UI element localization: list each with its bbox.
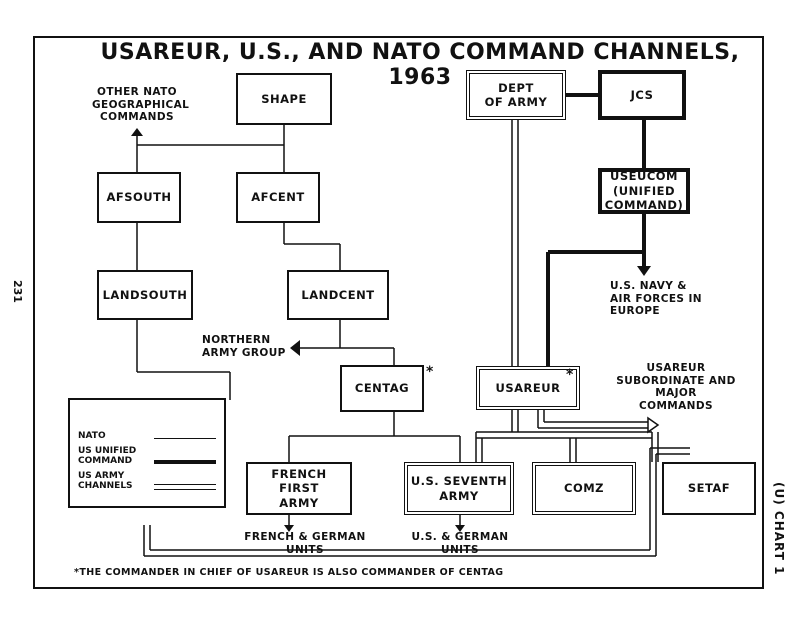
- afcent-box: AFCENT: [236, 172, 320, 223]
- us-german-units-label: U.S. & GERMAN UNITS: [411, 531, 509, 556]
- french-first-army-box: FRENCH FIRST ARMY: [246, 462, 352, 515]
- arrow-northern: [290, 340, 300, 356]
- legend-unified-label: US UNIFIED COMMAND: [78, 446, 137, 466]
- setaf-box: SETAF: [662, 462, 756, 515]
- us-navy-air-label: U.S. NAVY & AIR FORCES IN EUROPE: [610, 280, 702, 318]
- unified-lines: [546, 93, 646, 366]
- dept-army-box: DEPT OF ARMY: [466, 70, 566, 120]
- comz-box: COMZ: [532, 462, 636, 515]
- usareur-subordinate-label: USAREUR SUBORDINATE AND MAJOR COMMANDS: [616, 362, 736, 412]
- arrow-navy-air: [637, 266, 651, 276]
- french-german-units-label: FRENCH & GERMAN UNITS: [244, 531, 366, 556]
- us-seventh-army-box: U.S. SEVENTH ARMY: [404, 462, 514, 515]
- arrow-other-nato: [131, 128, 143, 136]
- legend-army-label: US ARMY CHANNELS: [78, 471, 133, 491]
- nato-lines: [136, 125, 461, 525]
- footnote: *THE COMMANDER IN CHIEF OF USAREUR IS AL…: [74, 567, 504, 578]
- landcent-box: LANDCENT: [287, 270, 389, 320]
- other-nato-label: OTHER NATO GEOGRAPHICAL COMMANDS: [92, 86, 190, 124]
- usareur-star: *: [566, 367, 574, 383]
- useucom-box: USEUCOM (UNIFIED COMMAND): [598, 168, 690, 214]
- page-number: 231: [11, 280, 24, 303]
- usareur-box: USAREUR: [476, 366, 580, 410]
- northern-army-group-label: NORTHERN ARMY GROUP: [202, 334, 286, 359]
- legend-unified-line: [154, 460, 216, 464]
- arrow-french-units: [284, 525, 294, 532]
- chart-frame: [33, 36, 764, 589]
- chart-label: (U) CHART 1: [772, 482, 786, 576]
- legend-army-line: [154, 484, 216, 490]
- legend: NATO US UNIFIED COMMAND US ARMY CHANNELS: [68, 398, 226, 508]
- legend-nato-line: [154, 438, 216, 439]
- army-lines: [143, 120, 690, 557]
- centag-box: CENTAG: [340, 365, 424, 412]
- landsouth-box: LANDSOUTH: [97, 270, 193, 320]
- shape-box: SHAPE: [236, 73, 332, 125]
- chart-title: USAREUR, U.S., AND NATO COMMAND CHANNELS…: [100, 40, 740, 90]
- arrow-subordinate: [647, 416, 660, 434]
- afsouth-box: AFSOUTH: [97, 172, 181, 223]
- arrow-us-units: [455, 525, 465, 532]
- jcs-box: JCS: [598, 70, 686, 120]
- legend-nato-label: NATO: [78, 431, 106, 441]
- centag-star: *: [426, 364, 434, 380]
